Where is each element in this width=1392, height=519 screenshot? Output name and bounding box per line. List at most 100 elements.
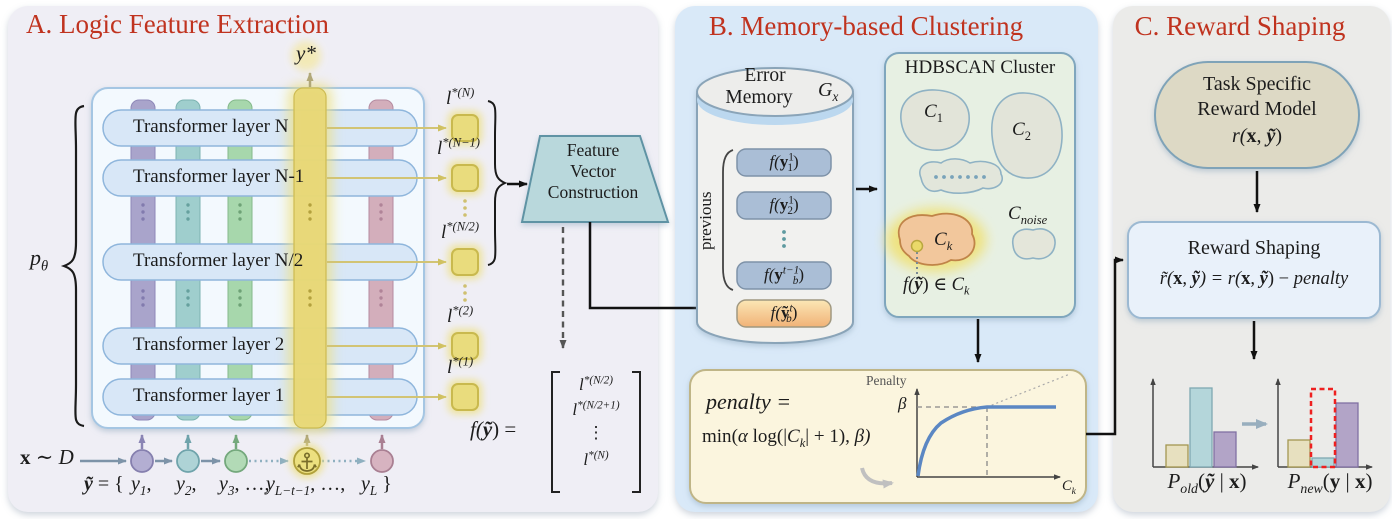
membership-label: f(ỹ) ∈ Ck xyxy=(903,275,970,298)
sequence-token: yL−t−1, …, xyxy=(266,473,346,498)
transformer-stack xyxy=(60,41,425,432)
hdbscan-cluster-box xyxy=(884,52,1076,318)
bar-purple xyxy=(1213,431,1237,468)
histogram-old xyxy=(1150,378,1259,470)
hdbscan-title: HDBSCAN Cluster xyxy=(904,57,1056,78)
error-memory-title: Memory xyxy=(725,87,793,108)
bar-teal xyxy=(1311,457,1335,468)
to-memory-elbow-arrow-icon xyxy=(588,222,732,312)
right-brace xyxy=(487,100,508,266)
input-dist-label: x ∼ D xyxy=(20,445,74,469)
column-ellipsis-dots xyxy=(141,203,383,307)
token-node-L xyxy=(370,449,394,473)
y-star-halo xyxy=(291,41,321,71)
panel-a-title: A. Logic Feature Extraction xyxy=(26,9,329,39)
logit-label: l*(2) xyxy=(447,303,474,327)
memory-item-label: f(y11) xyxy=(769,151,799,175)
curved-hint-arrow-icon xyxy=(860,467,894,489)
logit-extraction xyxy=(327,100,732,493)
reward-model-formula: r(x, ỹ) xyxy=(1231,125,1283,147)
reward-shaping-title: Reward Shaping xyxy=(1187,237,1321,259)
layer-bar-label: Transformer layer N-1 xyxy=(133,166,305,187)
panel-c-title: C. Reward Shaping xyxy=(1134,11,1346,41)
cylinder-top xyxy=(696,67,854,117)
left-brace xyxy=(60,104,85,428)
penalty-plot xyxy=(914,373,1071,480)
layer-bar-label: Transformer layer 2 xyxy=(133,334,285,355)
cluster-c1-label: C1 xyxy=(924,101,943,125)
vector-entry: l*(N/2) xyxy=(578,374,614,394)
reward-model-stadium xyxy=(1154,61,1360,169)
reward-model-text: Task Specific xyxy=(1202,73,1312,95)
cluster-c2-label: C2 xyxy=(1012,119,1031,143)
ghost-bar-outline xyxy=(1309,387,1337,469)
logit-squares xyxy=(451,114,479,411)
feature-vector-trapezoid xyxy=(520,135,670,223)
logit-label: l*(N/2) xyxy=(441,219,479,243)
transformer-layer-bars xyxy=(102,109,418,416)
penalty-formula-line1: penalty = xyxy=(706,389,792,414)
bar-tan xyxy=(1165,444,1189,468)
bar-tan xyxy=(1287,439,1311,468)
trapezoid-text: Construction xyxy=(547,182,639,202)
trapezoid-text: Feature xyxy=(566,140,620,160)
penalty-curve xyxy=(916,405,1056,477)
hist-old-label: Pold(ỹ | x) xyxy=(1167,469,1247,497)
layer-bar-label: Transformer layer N xyxy=(133,116,289,137)
logit-label: l*(1) xyxy=(447,354,474,378)
token-node-1 xyxy=(130,449,154,473)
sequence-lhs: ỹ = { xyxy=(84,473,124,495)
feature-point-dot xyxy=(910,239,924,253)
memory-item-label: f(ỹtb) xyxy=(770,302,798,326)
memory-item-label: f(y12) xyxy=(769,194,799,218)
logit-arrows xyxy=(327,124,447,401)
previous-label: previous xyxy=(696,191,715,251)
y-star-label: y* xyxy=(296,41,316,65)
penalty-formula-line2: min(α log(|Ck| + 1), β) xyxy=(702,426,871,450)
layer-bar-label: Transformer layer 1 xyxy=(133,385,285,406)
error-memory-title: Error xyxy=(744,65,786,86)
logit-label: l*(N) xyxy=(446,85,475,109)
feature-vector-lhs: f(ỹ) = xyxy=(470,417,517,441)
vector-entry: l*(N) xyxy=(583,449,609,469)
input-sequence-row xyxy=(80,434,394,478)
gx-label: Gx xyxy=(818,79,839,104)
panel-b-title: B. Memory-based Clustering xyxy=(708,11,1024,41)
sequence-token: y2, xyxy=(176,473,197,498)
trapezoid-text: Vector xyxy=(570,161,616,181)
plot-ylabel: Penalty xyxy=(866,373,907,388)
plot-beta-tick: β xyxy=(898,394,907,413)
plot-xlabel: Ck xyxy=(1062,478,1076,497)
current-memory-item xyxy=(736,299,832,328)
cluster-blob-noise xyxy=(1011,228,1056,260)
vector-brackets xyxy=(551,371,641,493)
previous-brace xyxy=(722,149,734,291)
cluster-blob-c2 xyxy=(991,92,1063,179)
cluster-ck-label: Ck xyxy=(934,229,953,253)
layer-bar-label: Transformer layer N/2 xyxy=(133,250,304,271)
vector-ellipsis: ⋮ xyxy=(587,423,605,442)
bar-teal xyxy=(1189,387,1213,468)
hist-new-label: Pnew(y | x) xyxy=(1287,469,1373,497)
anchor-icon xyxy=(297,452,317,472)
cluster-ellipsis-dots xyxy=(934,175,986,179)
token-node-2 xyxy=(176,449,200,473)
penalty-to-shaping-elbow-arrow-icon xyxy=(1086,256,1124,436)
reward-model-text: Reward Model xyxy=(1197,98,1317,120)
sequence-token: y1, xyxy=(131,473,152,498)
vector-entry: l*(N/2+1) xyxy=(572,399,620,419)
token-node-3 xyxy=(224,449,248,473)
memory-ellipsis-dots xyxy=(782,230,786,248)
penalty-box xyxy=(689,369,1087,504)
histogram-new xyxy=(1275,378,1373,470)
memory-item-label: f(yt−1b) xyxy=(764,264,804,288)
logit-label: l*(N−1) xyxy=(437,135,480,159)
cluster-blob-c1 xyxy=(900,89,970,151)
reward-shaping-box xyxy=(1127,221,1381,319)
anchor-column xyxy=(293,87,327,429)
cluster-cnoise-label: Cnoise xyxy=(1008,203,1048,227)
sequence-token: y3, …, xyxy=(219,473,270,498)
memory-items xyxy=(722,148,832,328)
